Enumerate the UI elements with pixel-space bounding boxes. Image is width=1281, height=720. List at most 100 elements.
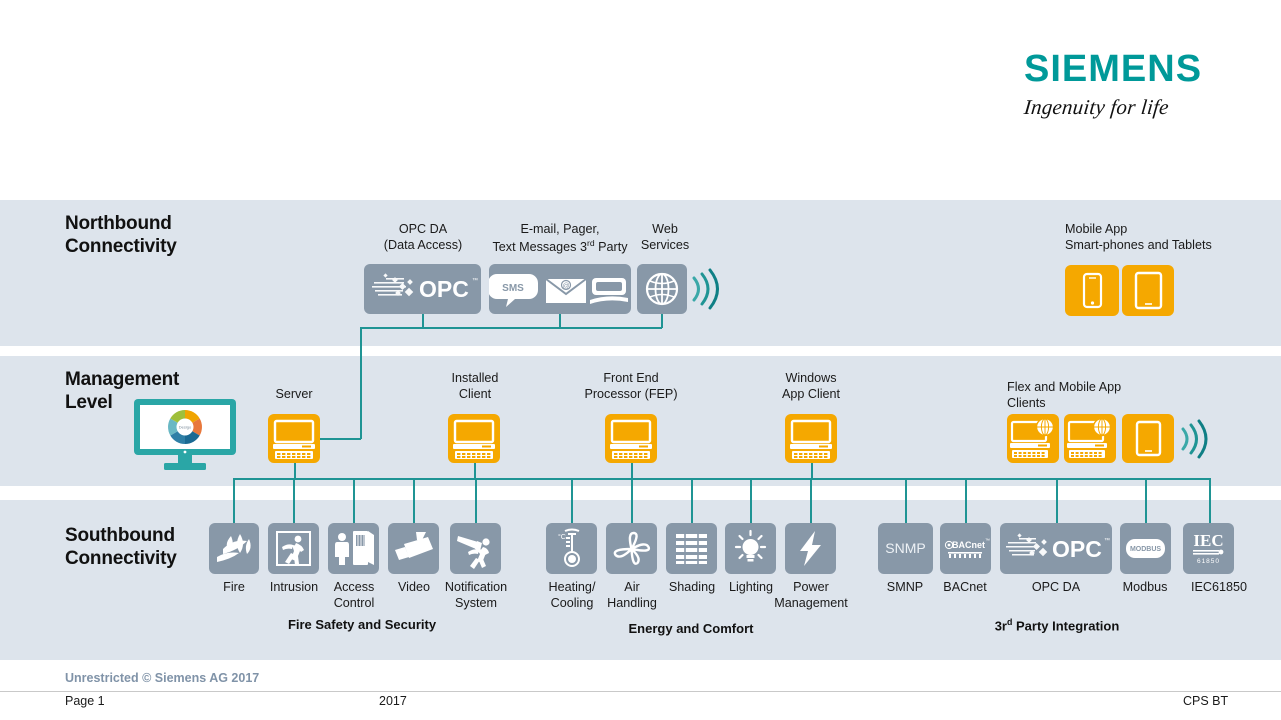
northbound-title: Northbound Connectivity xyxy=(65,213,177,258)
bacnet-badge-text: BACnet xyxy=(952,540,985,550)
drop-snmp xyxy=(905,478,907,523)
connector-messaging-down xyxy=(559,312,561,328)
connector-web-down xyxy=(661,312,663,328)
fan-icon[interactable] xyxy=(606,523,657,574)
drop-hvac xyxy=(571,478,573,523)
opc-logo-icon-southbound[interactable]: OPC ™ xyxy=(1000,523,1112,574)
caption-notification-system: Notification System xyxy=(444,580,508,610)
drop-access xyxy=(353,478,355,523)
caption-installed-client: Installed Client xyxy=(451,371,499,401)
caption-bacnet: BACnet xyxy=(943,580,987,594)
desktop-computer-icon-server[interactable] xyxy=(268,414,320,463)
iec-logo-icon[interactable]: IEC 61850 xyxy=(1183,523,1234,574)
siemens-logo: SIEMENS Ingenuity for life xyxy=(1022,48,1224,125)
globe-icon[interactable] xyxy=(637,264,687,314)
messaging-icon[interactable]: SMS @ xyxy=(489,264,631,314)
connector-north-to-server-horz xyxy=(300,438,361,440)
smartphone-icon[interactable] xyxy=(1065,265,1119,316)
group-label-3rd-party: 3rd Party Integration xyxy=(994,617,1120,634)
caption-flex-mobile-clients: Flex and Mobile App Clients xyxy=(1007,380,1122,410)
flame-icon[interactable] xyxy=(209,523,259,574)
modbus-logo-icon[interactable]: MODBUS xyxy=(1120,523,1171,574)
siemens-wordmark: SIEMENS xyxy=(1024,48,1203,90)
drop-shading xyxy=(691,478,693,523)
connector-fep-down xyxy=(631,463,633,479)
connector-south-bus xyxy=(233,478,1210,480)
svg-text:™: ™ xyxy=(1104,537,1110,544)
iec-number-text: 61850 xyxy=(1197,558,1220,565)
cctv-camera-icon[interactable] xyxy=(388,523,439,574)
caption-opc-da: OPC DA (Data Access) xyxy=(383,222,463,252)
drop-fire xyxy=(233,478,235,523)
caption-video: Video xyxy=(398,580,430,594)
svg-text:™: ™ xyxy=(985,538,990,544)
svg-text:@: @ xyxy=(562,283,569,290)
caption-air-handling: Air Handling xyxy=(607,580,657,610)
svg-text:™: ™ xyxy=(472,277,478,284)
desigo-monitor: Desigo xyxy=(133,398,237,471)
caption-server: Server xyxy=(275,387,313,401)
modbus-badge-text: MODBUS xyxy=(1130,546,1161,553)
drop-intrusion xyxy=(293,478,295,523)
footer-divider xyxy=(0,691,1281,692)
caption-lighting: Lighting xyxy=(728,580,774,594)
snmp-logo-icon[interactable]: SNMP xyxy=(878,523,933,574)
caption-fep: Front End Processor (FEP) xyxy=(584,371,678,401)
connector-north-bus xyxy=(360,327,662,329)
web-client-icon-1[interactable] xyxy=(1007,414,1059,463)
web-client-icon-2[interactable] xyxy=(1064,414,1116,463)
sms-label: SMS xyxy=(502,283,524,294)
caption-snmp: SMNP xyxy=(886,580,924,594)
connector-server-down xyxy=(294,463,296,479)
group-label-energy-comfort: Energy and Comfort xyxy=(628,621,754,636)
desktop-computer-icon-fep[interactable] xyxy=(605,414,657,463)
desktop-computer-icon-windows-app[interactable] xyxy=(785,414,837,463)
drop-air xyxy=(631,478,633,523)
drop-opcda2 xyxy=(1056,478,1058,523)
thermometer-icon[interactable]: °C xyxy=(546,523,597,574)
drop-iec xyxy=(1209,478,1211,523)
drop-power xyxy=(810,478,812,523)
caption-modbus: Modbus xyxy=(1122,580,1168,594)
connector-installed-down xyxy=(474,463,476,479)
caption-windows-app-client: Windows App Client xyxy=(781,371,841,401)
wifi-arcs-north-icon xyxy=(688,266,720,312)
tablet-icon[interactable] xyxy=(1122,265,1174,316)
drop-lighting xyxy=(750,478,752,523)
desigo-screen-label: Desigo xyxy=(179,425,192,430)
blinds-icon[interactable] xyxy=(666,523,717,574)
caption-intrusion: Intrusion xyxy=(269,580,319,594)
caption-mobile-app: Mobile App Smart-phones and Tablets xyxy=(1065,222,1212,252)
desktop-computer-icon-installed-client[interactable] xyxy=(448,414,500,463)
footer-department: CPS BT xyxy=(1183,694,1229,708)
lightbulb-icon[interactable] xyxy=(725,523,776,574)
caption-web-services: Web Services xyxy=(640,222,690,252)
footer-year: 2017 xyxy=(379,694,407,708)
group-label-fire-safety: Fire Safety and Security xyxy=(287,617,437,632)
caption-fire: Fire xyxy=(223,580,245,594)
connector-north-to-server-vert xyxy=(360,327,362,439)
footer-page-number: Page 1 xyxy=(65,694,105,708)
connector-winapp-down xyxy=(811,463,813,479)
megaphone-runner-icon[interactable] xyxy=(450,523,501,574)
drop-modbus xyxy=(1145,478,1147,523)
caption-iec61850: IEC61850 xyxy=(1190,580,1247,594)
connector-opc-down xyxy=(422,312,424,328)
footer-copyright: Unrestricted © Siemens AG 2017 xyxy=(65,671,260,685)
caption-heating-cooling: Heating/ Cooling xyxy=(548,580,596,610)
svg-text:°C: °C xyxy=(558,533,566,541)
opc-badge-text: OPC xyxy=(1052,536,1102,562)
tablet-icon-flex[interactable] xyxy=(1122,414,1174,463)
drop-notification xyxy=(475,478,477,523)
svg-text:OPC: OPC xyxy=(419,276,469,302)
bacnet-logo-icon[interactable]: BACnet ™ xyxy=(940,523,991,574)
caption-messaging: E-mail, Pager,Text Messages 3rd Party xyxy=(492,222,628,254)
lightning-bolt-icon[interactable] xyxy=(785,523,836,574)
siemens-tagline: Ingenuity for life xyxy=(1022,95,1171,119)
door-person-icon[interactable] xyxy=(328,523,379,574)
southbound-title: Southbound Connectivity xyxy=(65,525,177,570)
caption-shading: Shading xyxy=(668,580,716,594)
opc-logo-icon[interactable]: OPC ™ xyxy=(364,264,481,314)
snmp-badge-text: SNMP xyxy=(885,540,925,556)
intruder-icon[interactable] xyxy=(268,523,319,574)
